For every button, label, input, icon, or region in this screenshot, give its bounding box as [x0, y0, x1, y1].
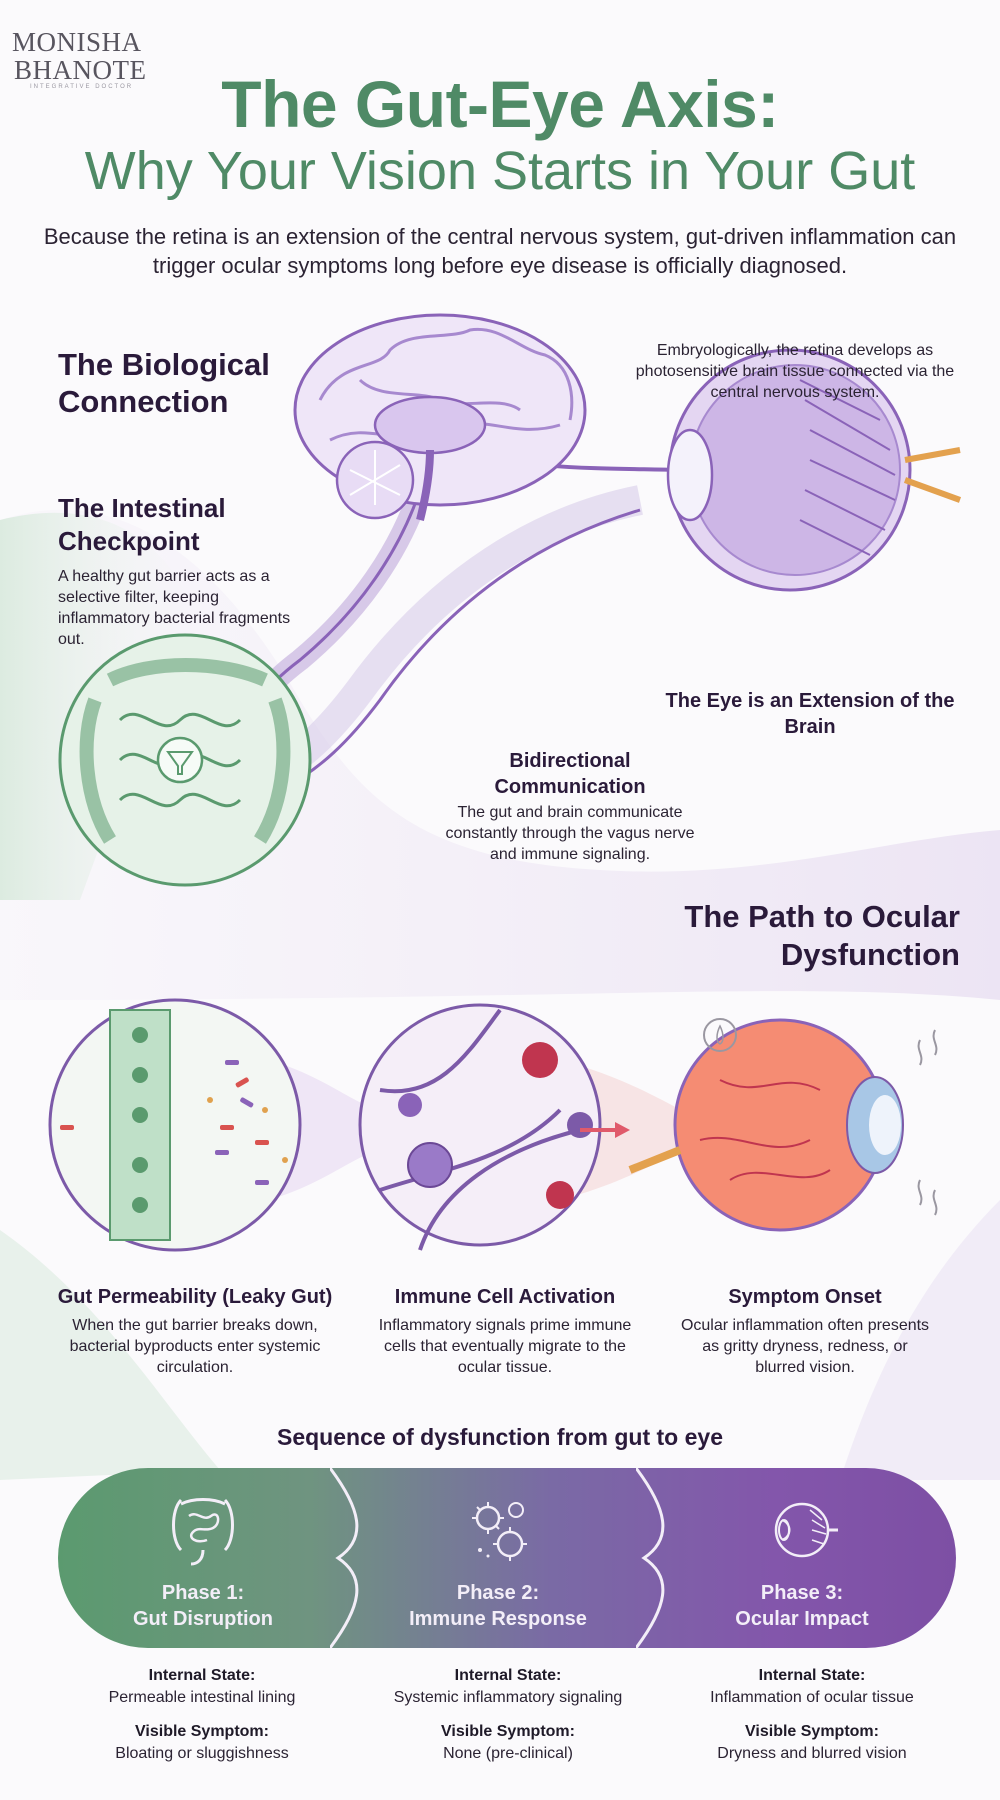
- logo-line-1: MONISHA: [12, 27, 142, 57]
- immune-activation-icon: [358, 1003, 630, 1251]
- heading-bidirectional: Bidirectional Communication: [494, 750, 646, 798]
- internal-state-label: Internal State:: [148, 1667, 256, 1684]
- phase-2-details: Internal State: Systemic inflammatory si…: [358, 1666, 658, 1778]
- eye-cross-section-icon: [666, 348, 962, 592]
- phase-2: Phase 2: Immune Response: [348, 1468, 648, 1648]
- phase-name: Ocular Impact: [735, 1608, 869, 1630]
- text-intestinal-checkpoint: A healthy gut barrier acts as a selectiv…: [58, 568, 291, 648]
- phase-3: Phase 3: Ocular Impact: [648, 1468, 956, 1648]
- heading-intestinal-checkpoint: The Intestinal Checkpoint: [58, 493, 226, 556]
- page-subtitle: Why Your Vision Starts in Your Gut: [84, 141, 916, 201]
- phase-3-details: Internal State: Inflammation of ocular t…: [662, 1666, 962, 1778]
- phase-1-details: Internal State: Permeable intestinal lin…: [52, 1666, 352, 1778]
- heading-biological-connection: The Biological Connection: [58, 347, 270, 419]
- internal-state-value: Inflammation of ocular tissue: [710, 1689, 914, 1706]
- logo-line-3: INTEGRATIVE DOCTOR: [30, 84, 134, 90]
- immune-cells-icon: [472, 1502, 527, 1561]
- phase-sequence-bar: Phase 1: Gut Disruption Phase 2: Immune …: [58, 1468, 956, 1648]
- visible-symptom-label: Visible Symptom:: [745, 1723, 879, 1740]
- internal-state-value: Systemic inflammatory signaling: [393, 1689, 623, 1706]
- visible-symptom-value: Bloating or sluggishness: [115, 1745, 289, 1762]
- step-heading: Gut Permeability (Leaky Gut): [57, 1286, 333, 1308]
- visible-symptom-value: None (pre-clinical): [443, 1745, 573, 1762]
- step-text: Inflammatory signals prime immune cells …: [378, 1317, 632, 1376]
- intestine-icon: [172, 1498, 234, 1566]
- heading-eye-extension: The Eye is an Extension of the Brain: [665, 690, 955, 738]
- phase-label: Phase 3:: [760, 1582, 844, 1604]
- step-symptom-onset: Symptom Onset Ocular inflammation often …: [680, 1286, 930, 1378]
- phase-name: Immune Response: [409, 1608, 587, 1630]
- sequence-title: Sequence of dysfunction from gut to eye: [277, 1424, 723, 1450]
- visible-symptom-value: Dryness and blurred vision: [717, 1745, 907, 1762]
- step-immune-activation: Immune Cell Activation Inflammatory sign…: [370, 1286, 640, 1378]
- inflamed-eye-icon: [628, 1018, 938, 1232]
- internal-state-label: Internal State:: [454, 1667, 562, 1684]
- page-title: The Gut-Eye Axis:: [221, 67, 779, 141]
- step-gut-permeability: Gut Permeability (Leaky Gut) When the gu…: [40, 1286, 350, 1378]
- brain-icon: [293, 313, 587, 521]
- step-text: Ocular inflammation often presents as gr…: [680, 1317, 930, 1376]
- step-heading: Symptom Onset: [728, 1286, 882, 1308]
- visible-symptom-label: Visible Symptom:: [135, 1723, 269, 1740]
- step-text: When the gut barrier breaks down, bacter…: [69, 1317, 321, 1376]
- intro-text: Because the retina is an extension of th…: [43, 224, 957, 278]
- internal-state-value: Permeable intestinal lining: [108, 1689, 296, 1706]
- intestine-illustration: [58, 633, 312, 887]
- eye-icon: [774, 1502, 838, 1558]
- internal-state-label: Internal State:: [758, 1667, 866, 1684]
- text-embryology: Embryologically, the retina develops as …: [635, 342, 955, 401]
- text-bidirectional: The gut and brain communicate constantly…: [445, 804, 695, 863]
- step-heading: Immune Cell Activation: [394, 1286, 616, 1308]
- leaky-gut-icon: [48, 998, 302, 1252]
- phase-divider: [330, 1468, 359, 1648]
- path-illustration: [48, 998, 938, 1252]
- phase-1: Phase 1: Gut Disruption: [58, 1468, 348, 1648]
- phase-label: Phase 2:: [456, 1582, 540, 1604]
- biological-connection-illustration: [58, 313, 962, 887]
- heading-path-ocular-dysfunction: The Path to Ocular Dysfunction: [684, 899, 960, 972]
- logo-line-2: BHANOTE: [14, 55, 147, 85]
- logo: MONISHA BHANOTE INTEGRATIVE DOCTOR: [12, 28, 172, 98]
- phase-label: Phase 1:: [161, 1582, 245, 1604]
- phase-divider: [636, 1468, 665, 1648]
- phase-name: Gut Disruption: [133, 1608, 273, 1630]
- visible-symptom-label: Visible Symptom:: [441, 1723, 575, 1740]
